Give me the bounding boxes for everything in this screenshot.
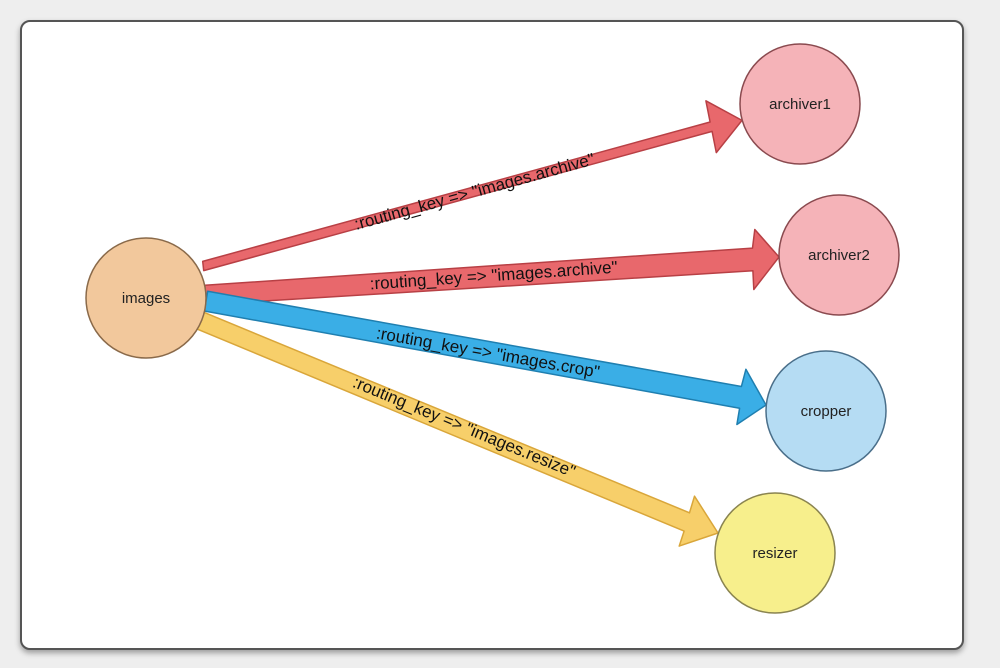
node-images-label: images [122,290,170,307]
edge-resizer [192,309,719,547]
node-images: images [85,237,207,359]
node-resizer-label: resizer [752,545,797,562]
edge-cropper [203,290,767,426]
node-cropper-label: cropper [801,403,852,420]
node-archiver2-circle [778,194,900,316]
node-images-circle [85,237,207,359]
node-archiver1-label: archiver1 [769,96,831,113]
arrow-images-to-resizer [192,309,719,547]
node-archiver2-label: archiver2 [808,247,870,264]
node-resizer: resizer [714,492,836,614]
node-archiver1-circle [739,43,861,165]
edge-archiver2 [204,228,780,306]
node-archiver1: archiver1 [739,43,861,165]
arrow-images-to-archiver1 [201,100,743,272]
edge-label-archiver1: :routing_key => "images.archive" [352,150,596,234]
edge-label-cropper: :routing_key => "images.crop" [375,324,601,382]
node-cropper-circle [765,350,887,472]
node-cropper: cropper [765,350,887,472]
node-archiver2: archiver2 [778,194,900,316]
edge-label-resizer: :routing_key => "images.resize" [350,373,578,482]
edge-label-archiver2: :routing_key => "images.archive" [369,258,618,294]
arrow-images-to-cropper [203,290,767,426]
arrow-images-to-archiver2 [204,228,780,306]
node-resizer-circle [714,492,836,614]
edge-archiver1 [201,100,743,272]
